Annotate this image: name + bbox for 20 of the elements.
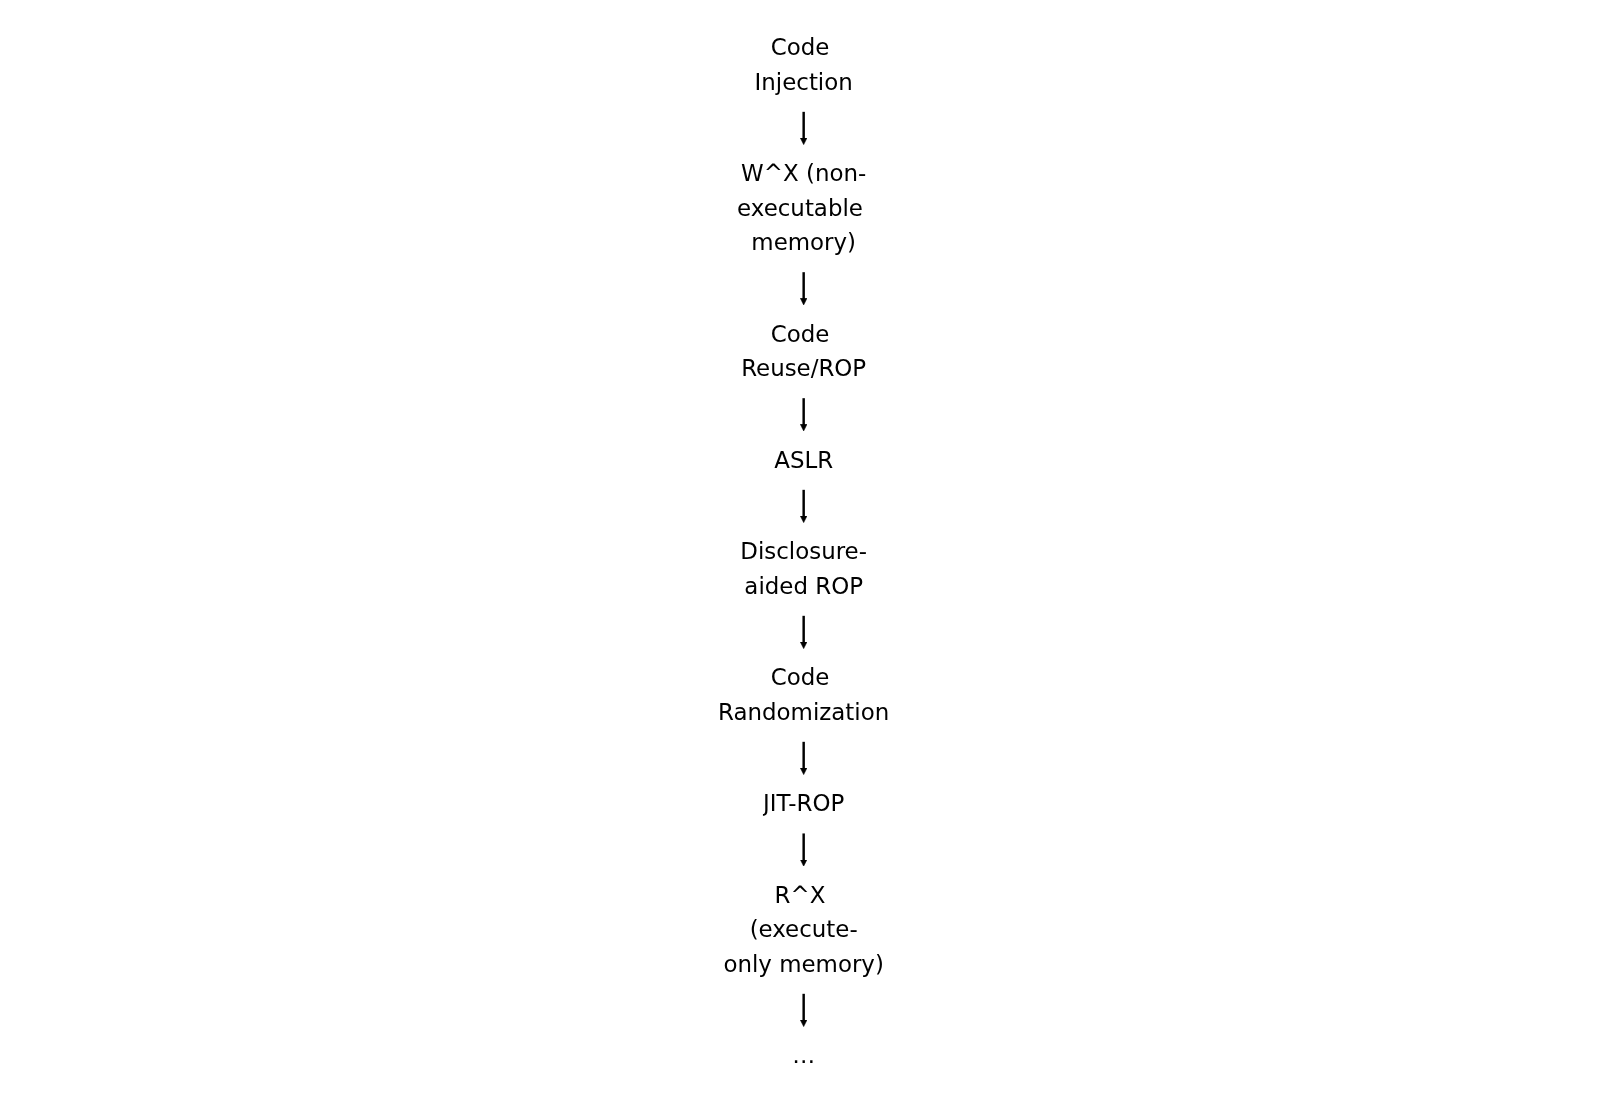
arrow: [800, 615, 808, 649]
node-label: (non-: [806, 159, 867, 187]
node-text: …: [792, 1041, 816, 1069]
arrow: [800, 832, 808, 866]
arrow: [800, 489, 808, 523]
node-label: (execute-only memory): [723, 915, 885, 977]
arrow: [800, 271, 808, 305]
node-label: memory): [751, 228, 857, 256]
arrow: [800, 741, 808, 775]
node-text: R^X: [774, 881, 826, 909]
node-text: Code Randomization: [718, 663, 890, 725]
arrow: [800, 993, 808, 1027]
node-text: ASLR: [774, 445, 834, 473]
node-text: Code Reuse/ROP: [741, 319, 867, 382]
node-text: W^X: [741, 159, 799, 187]
arrow: [800, 397, 808, 431]
node-text: Disclosure-aided ROP: [740, 537, 868, 599]
node-label: executable: [737, 193, 864, 221]
arrow: [800, 111, 808, 145]
node-text: Code Injection: [754, 33, 854, 95]
